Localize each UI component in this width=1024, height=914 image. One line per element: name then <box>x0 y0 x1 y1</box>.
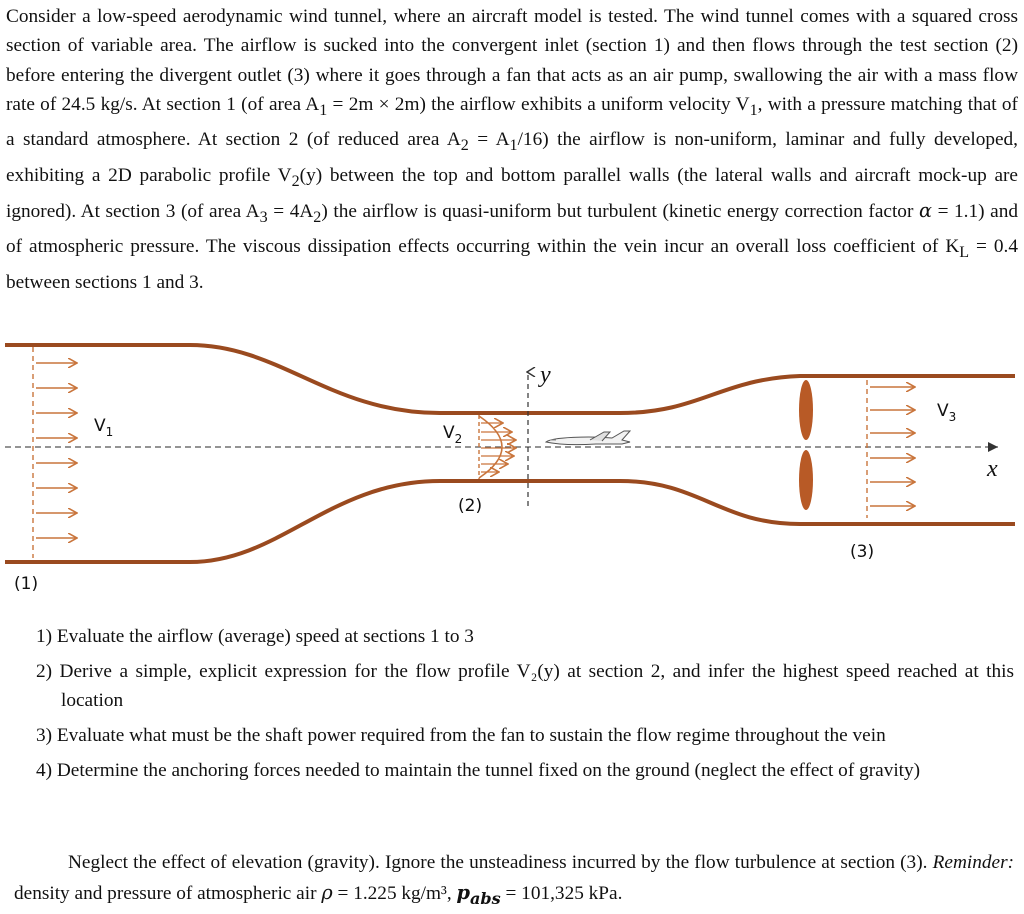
aircraft-model <box>544 430 632 446</box>
outlet-velocity-arrows <box>870 387 914 506</box>
section3-label: (3) <box>850 542 874 562</box>
y-axis-label: y <box>538 362 551 388</box>
tunnel-top-wall <box>5 343 1015 415</box>
task-item: 2) Derive a simple, explicit expression … <box>36 661 1014 711</box>
fan-upper-blade <box>799 380 813 440</box>
wind-tunnel-diagram: x y V1 V2 <box>0 330 1024 598</box>
task-item: 4) Determine the anchoring forces needed… <box>36 760 921 781</box>
v2-label: V2 <box>443 423 462 446</box>
inlet-velocity-arrows <box>36 363 76 538</box>
section2-label: (2) <box>458 496 482 516</box>
problem-statement: Consider a low-speed aerodynamic wind tu… <box>6 6 1018 293</box>
section2-velocity-arrows <box>481 423 515 472</box>
closing-note: Neglect the effect of elevation (gravity… <box>14 852 1014 908</box>
task-item: 3) Evaluate what must be the shaft power… <box>36 725 886 746</box>
section1-label: (1) <box>14 574 38 594</box>
v3-label: V3 <box>937 401 956 424</box>
fan-lower-blade <box>799 450 813 510</box>
x-axis-label: x <box>986 456 998 482</box>
task-list: 1) Evaluate the airflow (average) speed … <box>36 622 1014 791</box>
task-item: 1) Evaluate the airflow (average) speed … <box>36 626 474 647</box>
v1-label: V1 <box>94 416 113 439</box>
tunnel-bottom-wall <box>5 479 1015 564</box>
